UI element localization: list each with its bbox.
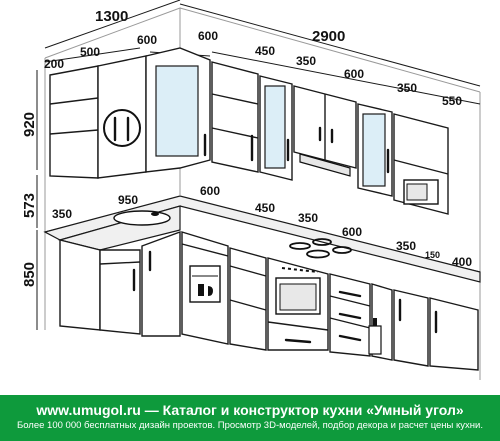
- bottle-icon: [368, 318, 382, 355]
- dim-label: 350: [397, 81, 417, 95]
- footer-tagline: Каталог и конструктор кухни «Умный угол»: [162, 402, 464, 418]
- dim-label: 350: [298, 211, 318, 225]
- microwave-icon: [403, 179, 439, 205]
- dim-label: 600: [198, 29, 218, 43]
- dim-label: 920: [21, 112, 38, 137]
- dim-label: 450: [255, 44, 275, 58]
- dim-label: 400: [452, 255, 472, 269]
- footer-dash: —: [144, 402, 159, 418]
- upper-cabinets-right: [211, 61, 449, 215]
- dim-label: 850: [21, 262, 38, 287]
- dim-label: 600: [200, 184, 220, 198]
- hood-icon: [299, 153, 351, 177]
- dim-label: 150: [425, 250, 440, 260]
- dishwasher-icon: [189, 265, 221, 303]
- dim-label: 1300: [95, 8, 128, 25]
- dim-label: 350: [52, 207, 72, 221]
- sink-icon: [113, 210, 171, 226]
- dim-label: 200: [44, 57, 64, 71]
- upper-cabinets-left: [49, 47, 211, 179]
- footer-subline: Более 100 000 бесплатных дизайн проектов…: [17, 420, 483, 431]
- site-link[interactable]: www.umugol.ru: [36, 402, 141, 418]
- dim-label: 600: [344, 67, 364, 81]
- dim-label: 350: [296, 54, 316, 68]
- kitchen-drawing: 1300 2900 600 200 500 600 450 350 600 35…: [21, 0, 481, 380]
- corner-glass-door: [155, 65, 199, 157]
- dim-label: 573: [21, 193, 38, 218]
- hob-icon: [289, 238, 352, 259]
- cutlery-icon: [103, 109, 141, 147]
- dim-label: 500: [80, 45, 100, 59]
- oven-icon: [275, 267, 321, 315]
- dim-label: 600: [342, 225, 362, 239]
- dim-label: 950: [118, 193, 138, 207]
- dim-label: 550: [442, 94, 462, 108]
- dim-label: 2900: [312, 28, 345, 45]
- dim-label: 350: [396, 239, 416, 253]
- base-cabinets: [59, 230, 479, 371]
- dim-label: 450: [255, 201, 275, 215]
- footer-banner: www.umugol.ru — Каталог и конструктор ку…: [0, 395, 500, 441]
- dim-label: 600: [137, 33, 157, 47]
- dimension-labels: 1300 2900 600 200 500 600 450 350 600 35…: [21, 8, 472, 287]
- footer-title: www.umugol.ru — Каталог и конструктор ку…: [0, 395, 500, 419]
